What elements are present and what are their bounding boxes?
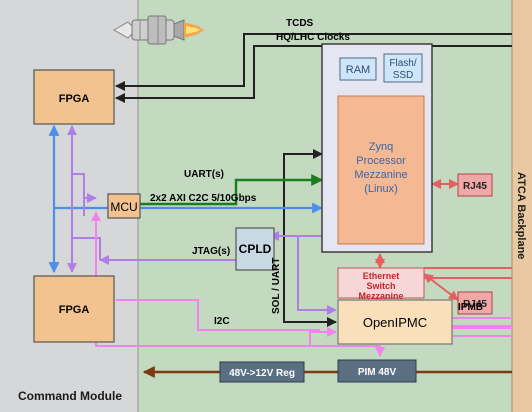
c2c-label: 2x2 AXI C2C 5/10Gbps	[150, 193, 257, 204]
rj45-bottom-block	[457, 291, 493, 315]
zynq-label-line3: Mezzanine	[354, 169, 407, 181]
cpld-label: CPLD	[239, 242, 272, 256]
fpga-bottom-block	[33, 275, 115, 343]
openipmc-block	[337, 299, 453, 345]
backplane-region	[512, 0, 532, 412]
flash-label-line2: SSD	[393, 70, 414, 81]
ram-block	[339, 57, 377, 81]
pim-label: PIM 48V	[358, 367, 397, 378]
pim-block	[337, 359, 417, 383]
zynq-label-line4: (Linux)	[364, 183, 398, 195]
rj45-bottom-label: RJ45	[463, 299, 487, 310]
fpga-bottom-label: FPGA	[59, 304, 90, 316]
zynq-processor-block	[337, 95, 425, 245]
rj45-top-label: RJ45	[463, 181, 487, 192]
fpga-top-label: FPGA	[59, 93, 90, 105]
openipmc-label: OpenIPMC	[363, 315, 427, 330]
zynq-label-line2: Processor	[356, 155, 406, 167]
flash-label-line1: Flash/	[389, 58, 416, 69]
mcu-block	[107, 193, 141, 219]
flash-block	[383, 53, 423, 83]
fpga-top-block	[33, 69, 115, 125]
ram-label: RAM	[346, 64, 370, 76]
tcds-label: TCDS	[286, 18, 314, 29]
mcu-label: MCU	[110, 200, 137, 214]
uart-label: UART(s)	[184, 169, 224, 180]
command-module-label: Command Module	[18, 389, 122, 403]
regulator-label: 48V->12V Reg	[229, 368, 295, 379]
spacecraft-icon	[112, 15, 204, 45]
rj45-top-block	[457, 173, 493, 197]
regulator-block	[219, 361, 305, 383]
i2c-label: I2C	[214, 316, 230, 327]
cpld-block	[235, 227, 275, 271]
zynq-label-line1: Zynq	[369, 141, 393, 153]
ipmb-label: IPMB	[458, 302, 483, 313]
clocks-label: HQ/LHC Clocks	[276, 32, 350, 43]
jtag-label: JTAG(s)	[192, 246, 230, 257]
ethernet-label-line2: Switch	[366, 281, 395, 291]
sol-uart-label: SOL / UART	[271, 258, 282, 314]
ethernet-switch-block	[337, 267, 425, 299]
backplane-label: ATCA Backplane	[515, 172, 527, 259]
ethernet-label-line1: Ethernet	[363, 271, 400, 281]
ethernet-label-line3: Mezzanine	[358, 291, 403, 301]
